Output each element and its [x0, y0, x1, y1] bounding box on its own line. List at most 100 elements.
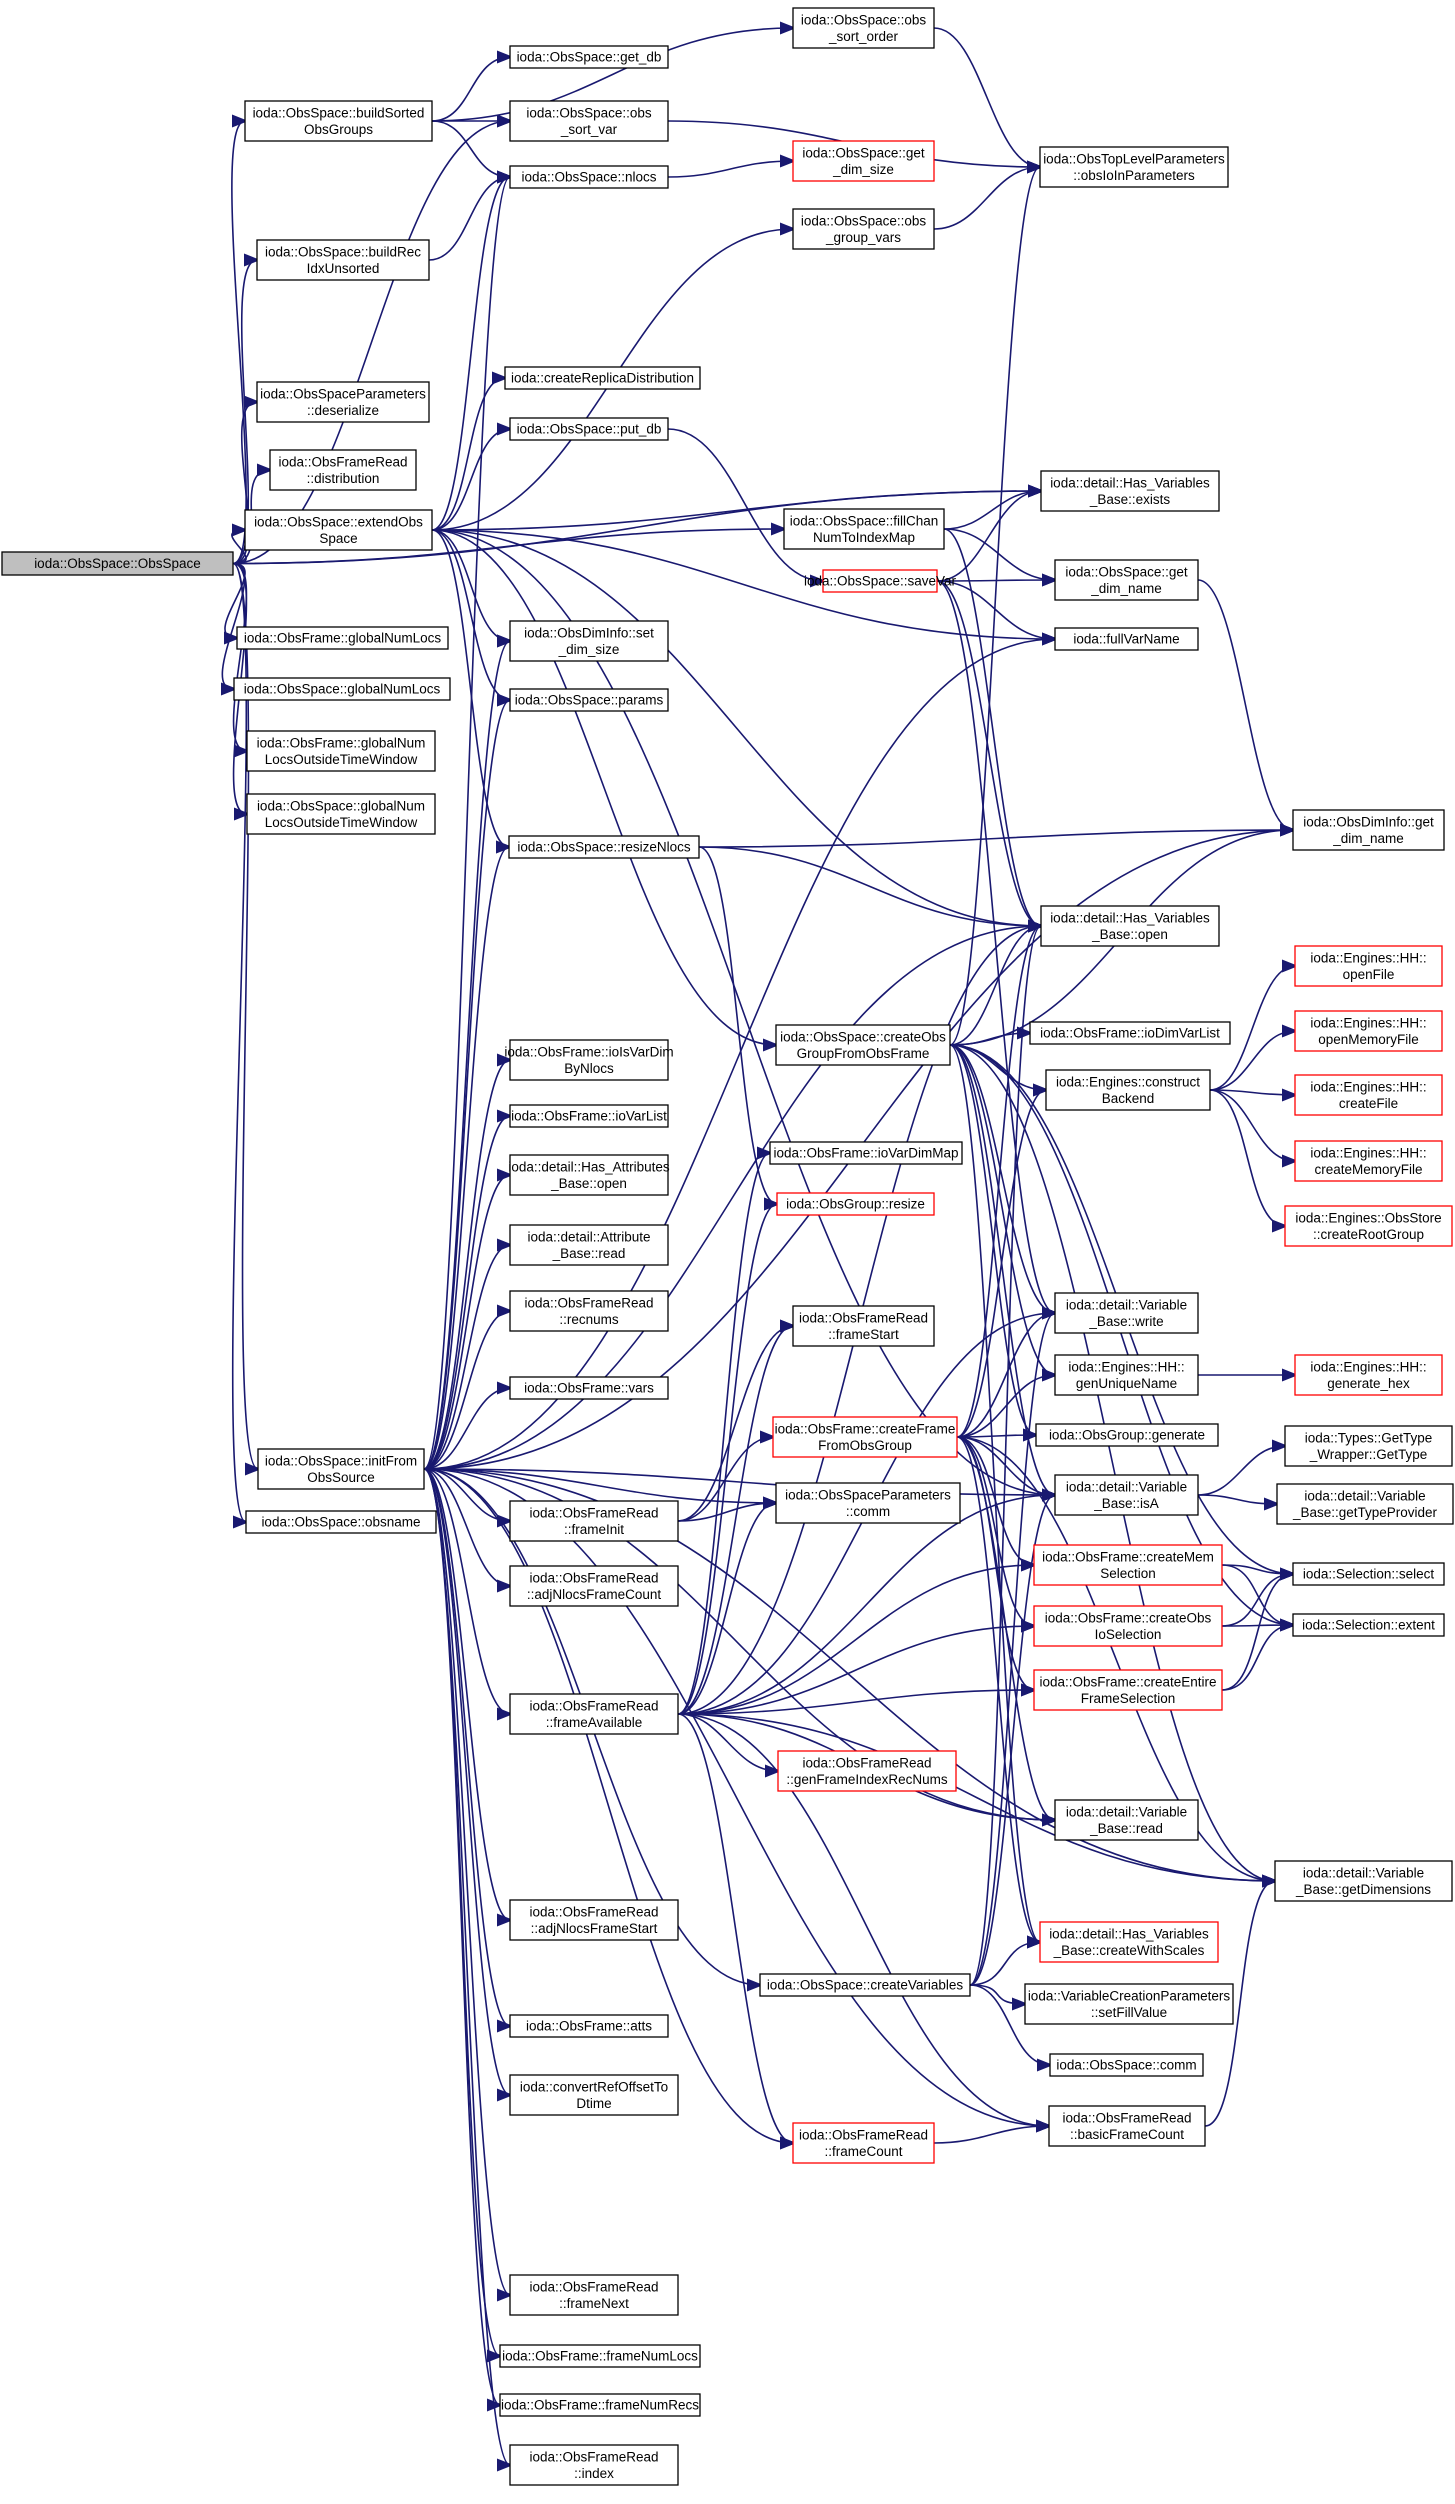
node-gnlotw-f[interactable]: ioda::ObsFrame::globalNumLocsOutsideTime…: [246, 730, 436, 772]
node-gen-unique-name[interactable]: ioda::Engines::HH::genUniqueName: [1054, 1354, 1199, 1396]
node-generate-hex[interactable]: ioda::Engines::HH::generate_hex: [1294, 1354, 1443, 1396]
node-frame-num-locs[interactable]: ioda::ObsFrame::frameNumLocs: [499, 2344, 701, 2368]
node-open-file[interactable]: ioda::Engines::HH::openFile: [1294, 945, 1443, 987]
node-label: ioda::ObsFrame::createFrame: [775, 1421, 956, 1436]
node-recnums[interactable]: ioda::ObsFrameRead::recnums: [509, 1290, 669, 1332]
node-create-memory-file[interactable]: ioda::Engines::HH::createMemoryFile: [1294, 1140, 1443, 1182]
node-io-var-list[interactable]: ioda::ObsFrame::ioVarList: [509, 1104, 669, 1128]
node-hv-open[interactable]: ioda::detail::Has_Variables_Base::open: [1040, 905, 1220, 947]
node-dim-info-get-name[interactable]: ioda::ObsDimInfo::get_dim_name: [1292, 809, 1445, 851]
node-nlocs[interactable]: ioda::ObsSpace::nlocs: [509, 165, 669, 189]
node-frame-num-recs[interactable]: ioda::ObsFrame::frameNumRecs: [499, 2393, 701, 2417]
node-label: ioda::Engines::HH::: [1310, 1079, 1426, 1094]
node-vb-is-a[interactable]: ioda::detail::Variable_Base::isA: [1054, 1474, 1199, 1516]
node-frame-avail[interactable]: ioda::ObsFrameRead::frameAvailable: [509, 1693, 679, 1735]
edge-extend-obs-to-nlocs: [431, 177, 510, 531]
node-create-root-group[interactable]: ioda::Engines::ObsStore::createRootGroup: [1284, 1205, 1453, 1247]
node-resize-nlocs[interactable]: ioda::ObsSpace::resizeNlocs: [508, 835, 700, 859]
node-label: ioda::ObsSpace::obs: [526, 105, 652, 120]
node-obs-group-vars[interactable]: ioda::ObsSpace::obs_group_vars: [792, 208, 935, 250]
node-frame-init[interactable]: ioda::ObsFrameRead::frameInit: [509, 1500, 679, 1542]
edge-create-frame-to-create-mem-sel: [956, 1436, 1034, 1565]
node-hv-create-with-scales[interactable]: ioda::detail::Has_Variables_Base::create…: [1039, 1921, 1219, 1963]
node-set-fill-value[interactable]: ioda::VariableCreationParameters::setFil…: [1024, 1983, 1234, 2025]
node-obs-top-level[interactable]: ioda::ObsTopLevelParameters::obsIoInPara…: [1039, 146, 1229, 188]
node-full-var-name[interactable]: ioda::fullVarName: [1054, 627, 1199, 651]
node-obs-group-resize[interactable]: ioda::ObsGroup::resize: [776, 1192, 935, 1216]
node-adj-frame-start[interactable]: ioda::ObsFrameRead::adjNlocsFrameStart: [509, 1899, 679, 1941]
node-sel-select[interactable]: ioda::Selection::select: [1292, 1562, 1445, 1586]
node-create-obs-group[interactable]: ioda::ObsSpace::createObsGroupFromObsFra…: [775, 1024, 951, 1066]
node-frame-start[interactable]: ioda::ObsFrameRead::frameStart: [792, 1305, 935, 1347]
node-has-attr-open[interactable]: ioda::detail::Has_Attributes_Base::open: [508, 1154, 670, 1196]
node-global-num-locs-s[interactable]: ioda::ObsSpace::globalNumLocs: [233, 677, 451, 701]
node-open-memory-file[interactable]: ioda::Engines::HH::openMemoryFile: [1294, 1010, 1443, 1052]
node-distribution[interactable]: ioda::ObsFrameRead::distribution: [269, 449, 417, 491]
node-vars[interactable]: ioda::ObsFrame::vars: [509, 1376, 669, 1400]
node-deserialize[interactable]: ioda::ObsSpaceParameters::deserialize: [256, 381, 430, 423]
node-io-var-dim-map[interactable]: ioda::ObsFrame::ioVarDimMap: [769, 1141, 963, 1165]
edge-create-obs-group-to-obs-group-generate: [949, 1044, 1036, 1435]
node-get-db[interactable]: ioda::ObsSpace::get_db: [509, 45, 669, 69]
node-gen-frame-idx[interactable]: ioda::ObsFrameRead::genFrameIndexRecNums: [777, 1750, 957, 1792]
node-box: [509, 417, 669, 441]
node-label: IoSelection: [1095, 1627, 1162, 1642]
node-box: [783, 508, 945, 550]
node-label: ioda::ObsSpace::createObs: [780, 1029, 946, 1044]
node-root[interactable]: ioda::ObsSpace::ObsSpace: [1, 551, 234, 576]
node-get-type-provider[interactable]: ioda::detail::Variable_Base::getTypeProv…: [1276, 1483, 1454, 1525]
node-osp-comm[interactable]: ioda::ObsSpaceParameters::comm: [775, 1482, 961, 1524]
node-get-dim-size[interactable]: ioda::ObsSpace::get_dim_size: [792, 140, 935, 182]
node-obsname[interactable]: ioda::ObsSpace::obsname: [245, 1510, 437, 1534]
node-vb-read[interactable]: ioda::detail::Variable_Base::read: [1054, 1799, 1199, 1841]
node-io-dim-var-list[interactable]: ioda::ObsFrame::ioDimVarList: [1029, 1021, 1231, 1045]
node-label: ioda::Engines::HH::: [1068, 1359, 1184, 1374]
node-params[interactable]: ioda::ObsSpace::params: [509, 688, 669, 712]
node-get-dim-name[interactable]: ioda::ObsSpace::get_dim_name: [1054, 559, 1199, 601]
node-basic-frame-count[interactable]: ioda::ObsFrameRead::basicFrameCount: [1048, 2105, 1206, 2147]
node-create-file[interactable]: ioda::Engines::HH::createFile: [1294, 1074, 1443, 1116]
node-save-var[interactable]: ioda::ObsSpace::saveVar: [804, 569, 957, 593]
node-adj-frame-count[interactable]: ioda::ObsFrameRead::adjNlocsFrameCount: [509, 1565, 679, 1607]
node-box: [1, 551, 234, 576]
node-vb-write[interactable]: ioda::detail::Variable_Base::write: [1054, 1292, 1199, 1334]
node-create-entire-sel[interactable]: ioda::ObsFrame::createEntireFrameSelecti…: [1033, 1669, 1223, 1711]
node-atts[interactable]: ioda::ObsFrame::atts: [509, 2014, 669, 2038]
node-hv-exists[interactable]: ioda::detail::Has_Variables_Base::exists: [1040, 470, 1220, 512]
node-get-type-wrapper[interactable]: ioda::Types::GetType_Wrapper::GetType: [1284, 1425, 1453, 1467]
node-create-replica[interactable]: ioda::createReplicaDistribution: [504, 366, 701, 390]
node-global-num-locs-f[interactable]: ioda::ObsFrame::globalNumLocs: [236, 626, 449, 650]
node-obs-sort-var[interactable]: ioda::ObsSpace::obs_sort_var: [509, 100, 669, 142]
node-create-variables[interactable]: ioda::ObsSpace::createVariables: [759, 1973, 971, 1997]
node-obs-space-comm[interactable]: ioda::ObsSpace::comm: [1049, 2053, 1204, 2077]
node-set-dim-size[interactable]: ioda::ObsDimInfo::set_dim_size: [509, 620, 669, 662]
node-index[interactable]: ioda::ObsFrameRead::index: [509, 2444, 679, 2486]
node-frame-count[interactable]: ioda::ObsFrameRead::frameCount: [792, 2122, 935, 2164]
node-sel-extent[interactable]: ioda::Selection::extent: [1292, 1613, 1445, 1637]
node-frame-next[interactable]: ioda::ObsFrameRead::frameNext: [509, 2274, 679, 2316]
edge-construct-backend-to-create-memory-file: [1209, 1089, 1295, 1161]
node-box: [509, 45, 669, 69]
node-box: [499, 2344, 701, 2368]
node-put-db[interactable]: ioda::ObsSpace::put_db: [509, 417, 669, 441]
node-obs-group-generate[interactable]: ioda::ObsGroup::generate: [1035, 1423, 1219, 1447]
node-obs-sort-order[interactable]: ioda::ObsSpace::obs_sort_order: [792, 7, 935, 49]
edge-create-variables-to-obs-space-comm: [969, 1984, 1050, 2065]
node-box: [509, 1224, 669, 1266]
node-attr-read[interactable]: ioda::detail::Attribute_Base::read: [509, 1224, 669, 1266]
node-label: ioda::fullVarName: [1073, 632, 1179, 647]
edge-create-frame-to-vb-write: [956, 1313, 1055, 1438]
node-gnlotw-s[interactable]: ioda::ObsSpace::globalNumLocsOutsideTime…: [246, 793, 436, 835]
node-vb-get-dimensions[interactable]: ioda::detail::Variable_Base::getDimensio…: [1274, 1860, 1453, 1902]
